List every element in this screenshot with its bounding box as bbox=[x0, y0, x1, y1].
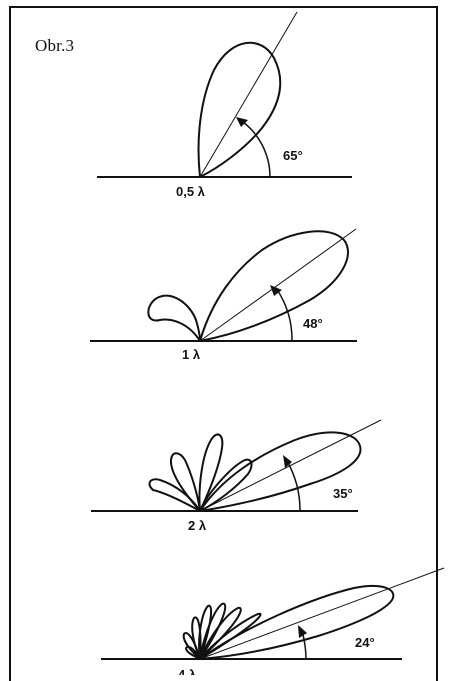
side-lobe bbox=[199, 612, 262, 660]
side-lobe bbox=[147, 294, 201, 342]
side-lobe bbox=[169, 452, 201, 512]
arrowhead bbox=[236, 117, 248, 127]
arrowhead bbox=[270, 285, 282, 296]
main-lobe-direction-line bbox=[199, 228, 357, 342]
side-lobe bbox=[199, 606, 242, 660]
pattern-panel-1-lambda: 48° 1 λ bbox=[90, 228, 357, 362]
figure-label: Obr.3 bbox=[35, 36, 75, 55]
figure-frame bbox=[9, 6, 438, 681]
main-lobe-direction-line bbox=[199, 419, 382, 512]
length-label: 1 λ bbox=[182, 347, 201, 362]
angle-label: 48° bbox=[303, 316, 323, 331]
arrowhead bbox=[283, 455, 292, 468]
pattern-panel-0-5-lambda: 65° 0,5 λ bbox=[97, 11, 352, 199]
pattern-panel-4-lambda: 24° 4 λ bbox=[101, 567, 445, 675]
length-label: 2 λ bbox=[188, 518, 207, 533]
side-lobe bbox=[185, 645, 201, 660]
length-label: 4 λ bbox=[178, 667, 197, 675]
angle-arc bbox=[275, 287, 293, 342]
arrowhead bbox=[298, 625, 307, 638]
angle-arc bbox=[286, 460, 301, 512]
angle-label: 35° bbox=[333, 486, 353, 501]
pattern-panel-2-lambda: 35° 2 λ bbox=[91, 419, 382, 533]
main-lobe-direction-line bbox=[199, 11, 298, 178]
main-lobe bbox=[197, 41, 282, 178]
side-lobe bbox=[148, 478, 201, 512]
side-lobe bbox=[198, 433, 224, 512]
side-lobe bbox=[199, 458, 253, 512]
length-label: 0,5 λ bbox=[176, 184, 206, 199]
angle-label: 24° bbox=[355, 635, 375, 650]
angle-label: 65° bbox=[283, 148, 303, 163]
main-lobe bbox=[199, 230, 349, 342]
main-lobe bbox=[199, 584, 395, 660]
main-lobe-direction-line bbox=[199, 567, 445, 660]
